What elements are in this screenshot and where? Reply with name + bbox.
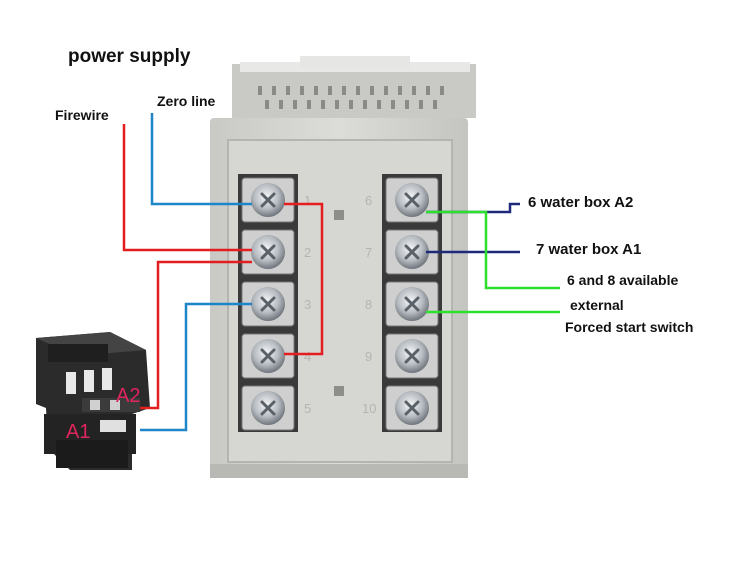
panel-marker-top (334, 210, 344, 220)
red-bridge-wire (284, 202, 324, 356)
contactor-a1-wire (140, 302, 252, 432)
coil-label-a1: A1 (66, 421, 90, 443)
terminal-number-9: 9 (365, 349, 372, 364)
zero-line-label: Zero line (157, 93, 216, 109)
external-label: external (570, 297, 624, 313)
right-terminal-block (382, 174, 442, 432)
terminal-number-7: 7 (365, 245, 372, 260)
terminal-number-2: 2 (304, 245, 311, 260)
terminal-number-1: 1 (304, 193, 311, 208)
terminal-number-5: 5 (304, 401, 311, 416)
firewire-label: Firewire (55, 107, 109, 123)
contactor-a2-wire (140, 260, 252, 410)
coil-label-a2: A2 (116, 385, 140, 407)
water-box-a2-label: 6 water box A2 (528, 194, 634, 211)
wires (122, 113, 560, 432)
terminal-number-4: 4 (304, 349, 311, 364)
forced-start-switch-label: Forced start switch (565, 319, 694, 335)
switch-wire-6 (426, 210, 560, 290)
power-supply-label: power supply (68, 46, 191, 67)
available-6-8-label: 6 and 8 available (567, 272, 679, 288)
water-box-a1-label: 7 water box A1 (536, 241, 642, 258)
panel-marker-bottom (334, 386, 344, 396)
terminal-number-8: 8 (365, 297, 372, 312)
firewire-wire (122, 124, 252, 252)
zero-line-wire (150, 113, 252, 206)
terminal-number-10: 10 (362, 401, 376, 416)
left-terminal-block (238, 174, 298, 432)
contactor (36, 332, 150, 470)
terminal-number-3: 3 (304, 297, 311, 312)
vent-slots (258, 86, 444, 109)
terminal-number-6: 6 (365, 193, 372, 208)
